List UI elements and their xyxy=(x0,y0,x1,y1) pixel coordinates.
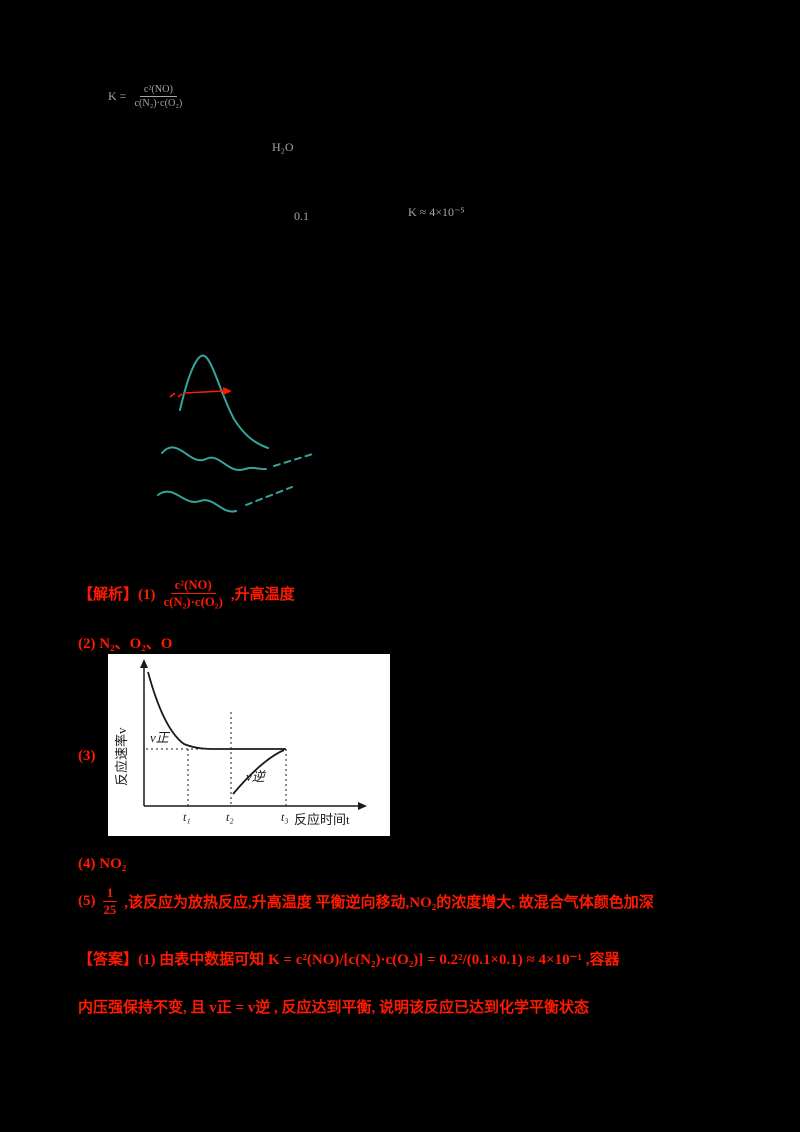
fraction-numerator: c²(NO) xyxy=(139,84,177,98)
value-fragment: 0.1 xyxy=(294,209,309,223)
red-arrow-head xyxy=(223,387,232,395)
sketch-peak-curve xyxy=(179,354,269,449)
top-equilibrium-constant-formula: K = c²(NO) c(N₂)·c(O₂) xyxy=(108,84,186,109)
analysis-line-4: (4) NO₂ xyxy=(78,856,127,872)
fraction-denominator: c(N₂)·c(O₂) xyxy=(134,98,183,110)
hand-drawn-sketch xyxy=(150,335,330,540)
hand-drawn-sketch-svg xyxy=(157,354,317,513)
red-scribble-mark xyxy=(169,392,183,398)
sketch-lower-dashed-extension xyxy=(245,486,293,506)
fraction-numerator: c²(NO) xyxy=(170,578,216,595)
red-annotation-line xyxy=(183,390,225,394)
analysis-line-1: 【解析】(1) c²(NO) c(N₂)·c(O₂) ,升高温度 xyxy=(78,578,295,609)
chart-y-axis-label: 反应速率v xyxy=(114,727,129,786)
fraction-denominator: 25 xyxy=(103,903,117,918)
rate-time-chart-svg: 反应速率v 反应时间t v正 v逆 t₁ t₂ t₃ xyxy=(114,659,367,827)
fraction: c²(NO) c(N₂)·c(O₂) xyxy=(130,84,186,109)
forward-rate-label: v正 xyxy=(150,730,171,745)
answer-line-2: 内压强保持不变, 且 v正 = v逆 , 反应达到平衡, 说明该反应已达到化学平… xyxy=(78,1000,590,1016)
sketch-middle-dashed-extension xyxy=(273,452,317,467)
forward-rate-curve xyxy=(147,671,286,750)
formula-prefix: K = xyxy=(108,89,127,104)
analysis-line-2: (2) N₂、O₂、O xyxy=(78,636,173,652)
sketch-lower-wavy-curve xyxy=(157,490,237,513)
analysis-label: 【解析】(1) xyxy=(78,587,156,604)
fraction: c²(NO) c(N₂)·c(O₂) xyxy=(160,578,227,609)
x-axis-arrow xyxy=(358,802,367,810)
analysis-line-3-label: (3) xyxy=(78,748,96,764)
constant-value-fragment: K ≈ 4×10⁻⁵ xyxy=(408,205,465,219)
analysis-line-5-text: ,该反应为放热反应,升高温度 平衡逆向移动,NO₂的浓度增大, 故混合气体颜色加… xyxy=(124,895,654,912)
t2-tick-label: t₂ xyxy=(226,810,234,824)
t3-tick-label: t₃ xyxy=(281,810,289,824)
water-formula-text: H₂O xyxy=(272,140,294,154)
fraction-denominator: c(N₂)·c(O₂) xyxy=(163,595,223,610)
rate-time-chart: 反应速率v 反应时间t v正 v逆 t₁ t₂ t₃ xyxy=(108,654,390,836)
fraction-numerator: 1 xyxy=(102,886,118,903)
analysis-line-1-suffix: ,升高温度 xyxy=(230,587,295,604)
reverse-rate-curve xyxy=(232,749,285,795)
sketch-middle-wavy-curve xyxy=(161,446,267,471)
t1-tick-label: t₁ xyxy=(183,810,191,824)
reverse-rate-label: v逆 xyxy=(246,769,267,784)
analysis-line-5-label: (5) xyxy=(78,893,96,910)
chart-x-axis-label: 反应时间t xyxy=(294,812,350,827)
answer-line-1: 【答案】(1) 由表中数据可知 K = c²(NO)/[c(N₂)·c(O₂)]… xyxy=(78,952,620,968)
analysis-line-5: (5) 1 25 ,该反应为放热反应,升高温度 平衡逆向移动,NO₂的浓度增大,… xyxy=(78,886,654,917)
fraction: 1 25 xyxy=(100,886,121,917)
y-axis-arrow xyxy=(140,659,148,668)
